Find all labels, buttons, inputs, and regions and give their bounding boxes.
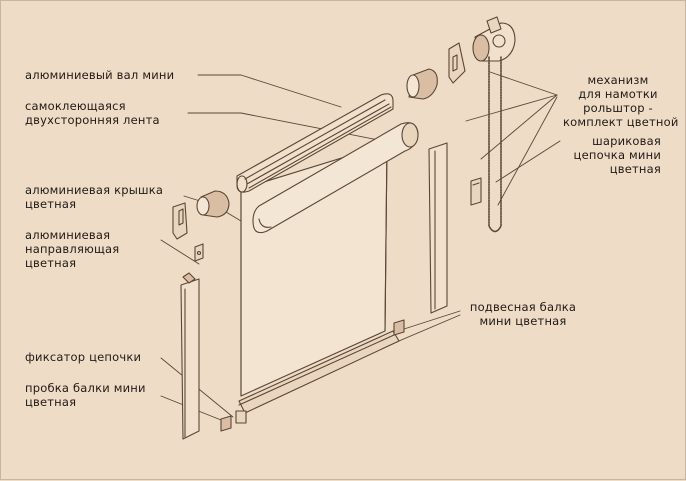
label-bar-plug: пробка балки мини цветная	[25, 381, 146, 409]
bottom-bar	[235, 319, 405, 424]
label-double-sided-tape: самоклеющаяся двухсторонняя лента	[25, 99, 160, 127]
end-cap-left	[196, 190, 230, 218]
guide-rail-right	[428, 142, 448, 314]
label-winding-mechanism: механизм для намотки рольштор - комплект…	[563, 73, 679, 129]
ball-chain	[488, 56, 502, 233]
chain-holder	[470, 177, 482, 206]
end-cap-right	[406, 68, 438, 100]
aluminum-shaft	[236, 93, 394, 193]
label-ball-chain: шариковая цепочка мини цветная	[573, 134, 661, 176]
label-chain-lock: фиксатор цепочки	[25, 350, 142, 364]
winding-mechanism	[472, 16, 516, 62]
guide-rail-left	[180, 272, 200, 440]
bracket-right	[448, 42, 466, 84]
label-aluminum-shaft: алюминиевый вал мини	[25, 68, 175, 82]
cover-bracket-left	[172, 202, 188, 240]
chain-lock-left	[194, 243, 204, 262]
label-aluminum-cover: алюминиевая крышка цветная	[25, 183, 164, 211]
bar-plug	[220, 415, 232, 432]
label-bottom-bar: подвесная балка мини цветная	[469, 300, 577, 328]
label-guide-rail: алюминиевая направляющая цветная	[25, 228, 120, 270]
roller-tube	[252, 122, 419, 234]
